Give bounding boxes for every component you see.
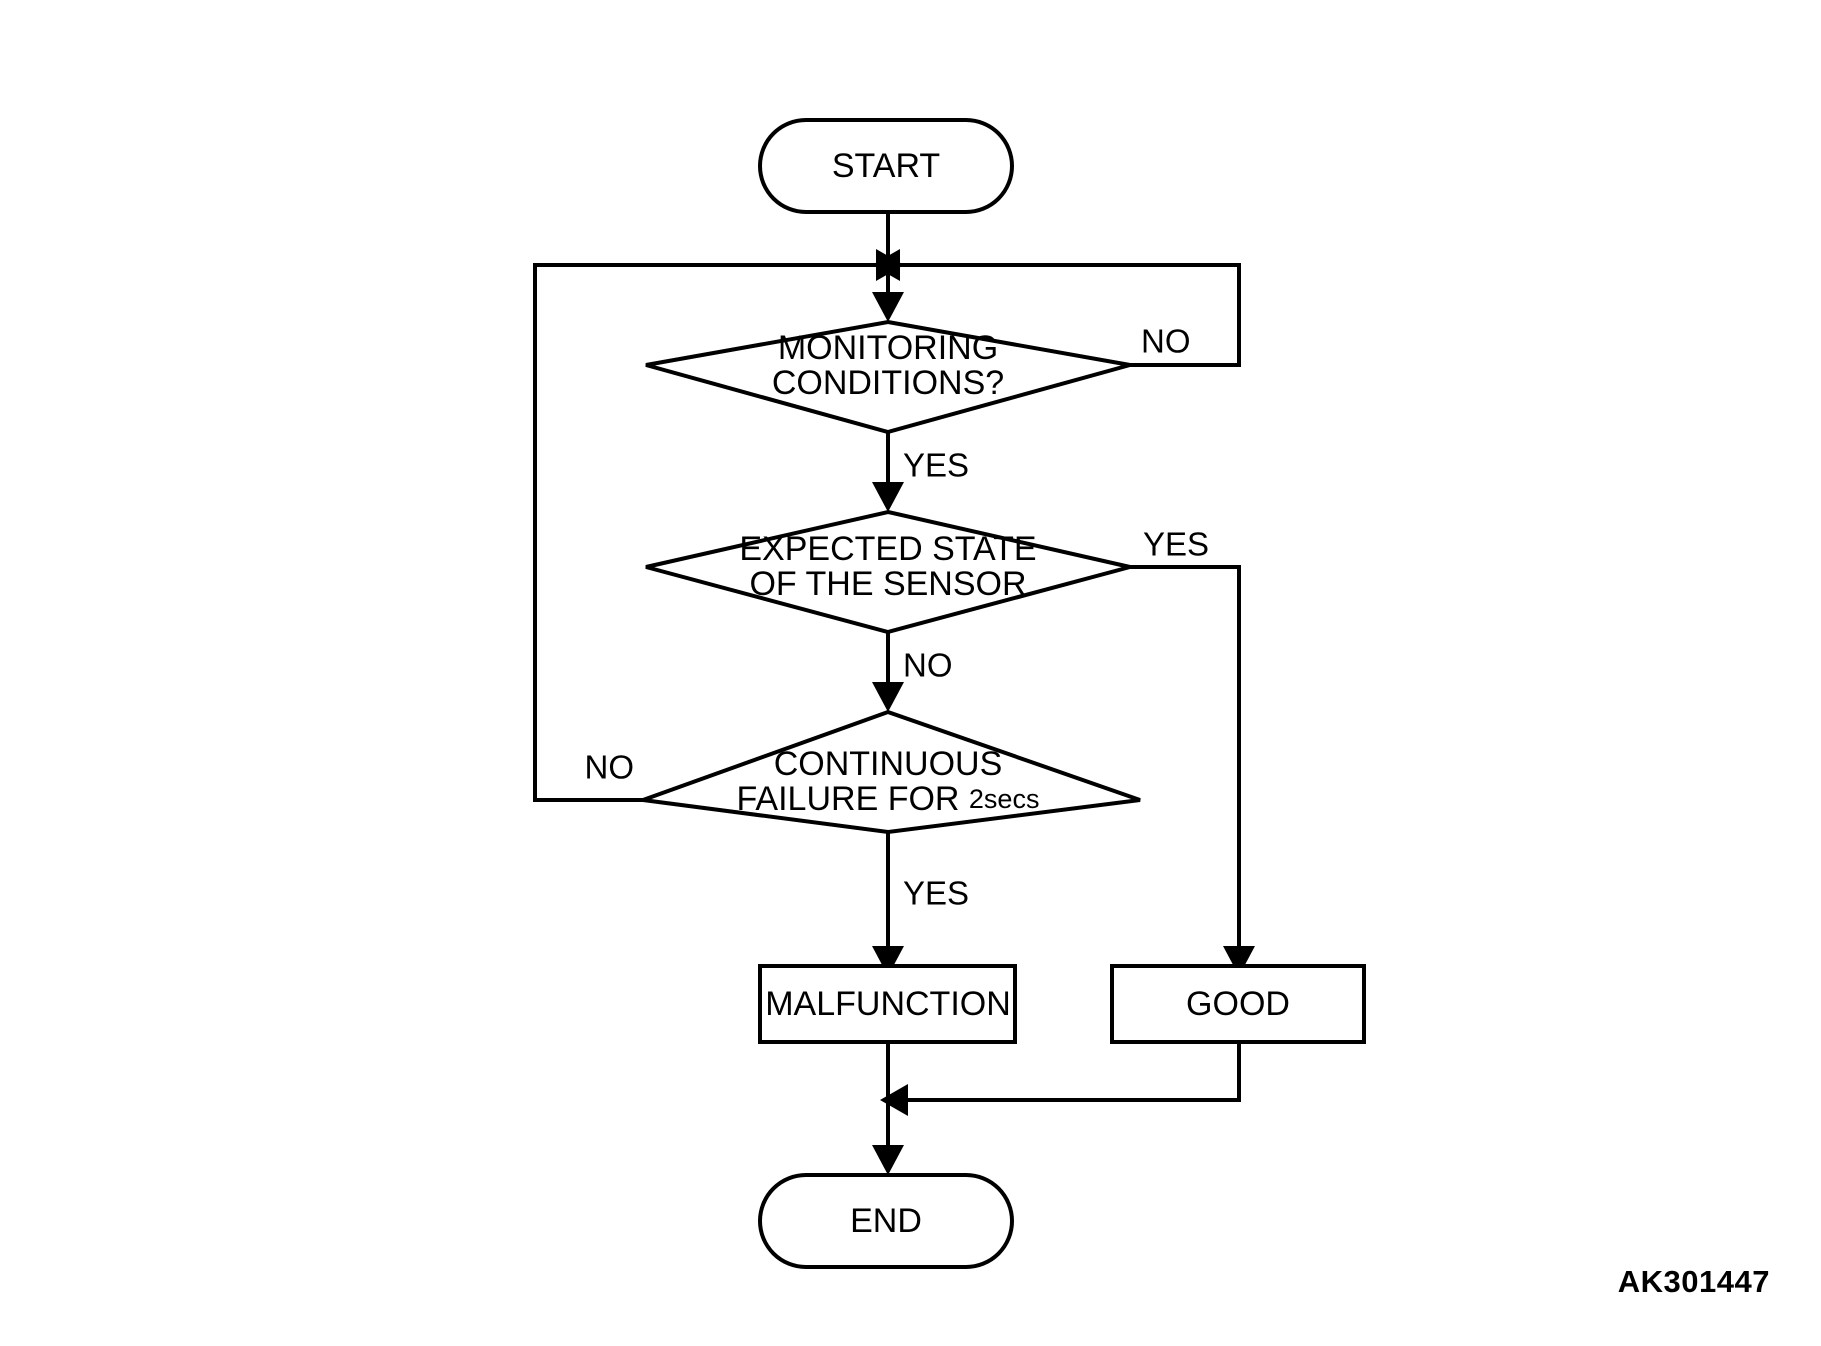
connector-expected-yes bbox=[1130, 565, 1241, 954]
node-malfunction bbox=[758, 964, 1017, 1044]
node-good-label: GOOD bbox=[1186, 985, 1290, 1023]
edge-label-expected-yes: YES bbox=[1143, 526, 1209, 563]
continuous-failure-text: FAILURE FOR bbox=[737, 780, 969, 818]
arrowhead-merge-in bbox=[880, 1084, 908, 1116]
edge-label-monitoring-no: NO bbox=[1141, 323, 1191, 360]
figure-code-label: AK301447 bbox=[1618, 1264, 1770, 1299]
connector-monitoring-no-loop bbox=[900, 263, 1241, 367]
edge-label-continuous-no: NO bbox=[585, 749, 635, 786]
node-expected-state bbox=[645, 509, 1131, 635]
edge-label-expected-no: NO bbox=[903, 647, 953, 684]
edge-label-monitoring-yes: YES bbox=[903, 447, 969, 484]
node-monitoring-conditions-label-line2: CONDITIONS? bbox=[772, 364, 1004, 402]
node-continuous-failure-label-line1: CONTINUOUS bbox=[774, 745, 1003, 783]
node-monitoring-conditions-label-line1: MONITORING bbox=[778, 329, 998, 367]
edge-label-continuous-yes: YES bbox=[903, 875, 969, 912]
node-monitoring-conditions bbox=[645, 319, 1131, 435]
arrowhead-continuous-in bbox=[872, 682, 904, 712]
node-start bbox=[758, 118, 1014, 214]
node-expected-state-label-line2: OF THE SENSOR bbox=[749, 565, 1026, 603]
arrowhead-good-in bbox=[1223, 946, 1255, 976]
node-continuous-failure bbox=[642, 709, 1141, 835]
node-continuous-failure-label-line2: FAILURE FOR 2secs bbox=[737, 780, 1040, 818]
node-end-label: END bbox=[850, 1202, 922, 1240]
connector-good-to-merge bbox=[908, 1042, 1241, 1102]
node-start-label: START bbox=[832, 147, 940, 185]
node-end bbox=[758, 1173, 1014, 1269]
arrowhead-end-in bbox=[872, 1145, 904, 1175]
arrowhead-expected-in bbox=[872, 482, 904, 512]
node-good bbox=[1110, 964, 1366, 1044]
node-malfunction-label: MALFUNCTION bbox=[765, 985, 1011, 1023]
connector-continuous-no-loop bbox=[533, 263, 876, 802]
arrowhead-monitoring-in bbox=[872, 292, 904, 322]
node-expected-state-label-line1: EXPECTED STATE bbox=[739, 530, 1036, 568]
arrowhead-malfunction-in bbox=[872, 946, 904, 976]
continuous-failure-unit: 2secs bbox=[969, 784, 1040, 814]
